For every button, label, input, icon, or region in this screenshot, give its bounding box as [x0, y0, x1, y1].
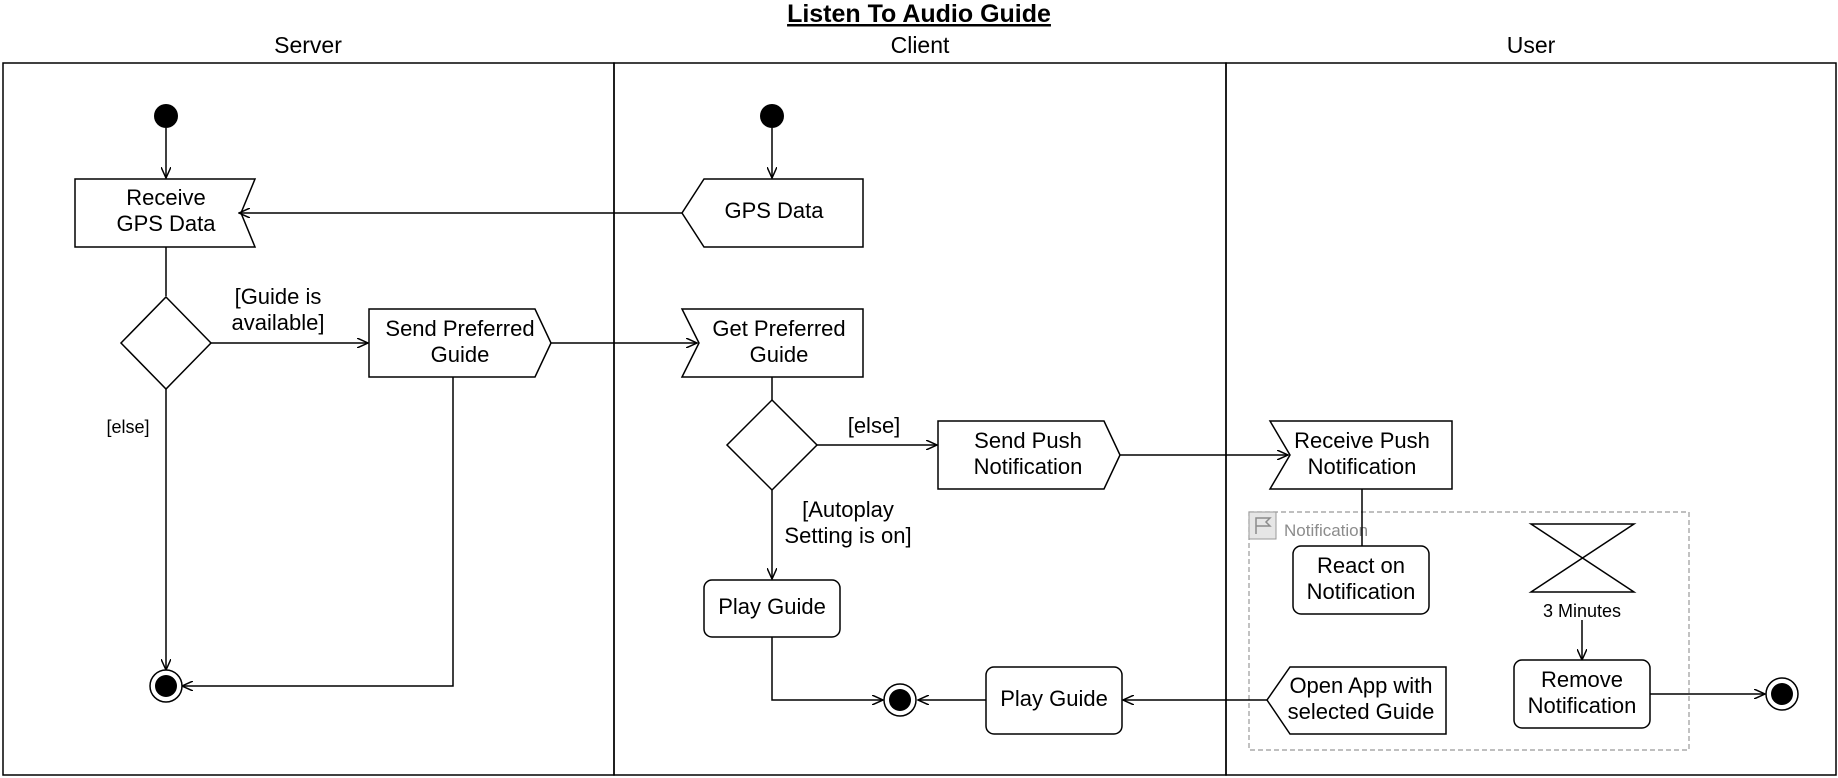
lane-client-label: Client	[891, 32, 950, 58]
swimlanes: Server Client User	[2, 32, 1837, 776]
guard-server-else: [else]	[106, 417, 149, 437]
receive-gps-label-1: Receive	[126, 185, 205, 210]
react-label-2: Notification	[1307, 579, 1416, 604]
server-initial-node	[154, 104, 178, 128]
send-push-label-1: Send Push	[974, 428, 1082, 453]
receive-push-notification-action	[1268, 420, 1453, 490]
diagram-title: Listen To Audio Guide	[787, 0, 1051, 28]
receive-gps-data-action	[74, 178, 257, 248]
user-final-node-core	[1771, 683, 1793, 705]
receive-gps-label-2: GPS Data	[116, 211, 216, 236]
hourglass-timer-icon	[1528, 523, 1637, 593]
receive-push-label-2: Notification	[1308, 454, 1417, 479]
client-decision-node	[725, 398, 819, 492]
get-preferred-label-1: Get Preferred	[712, 316, 845, 341]
remove-label-2: Notification	[1528, 693, 1637, 718]
region-flag-icon	[1248, 511, 1277, 540]
send-preferred-guide-action	[368, 308, 552, 378]
flow-send-to-final	[182, 377, 454, 686]
guard-guide-available-2: available]	[232, 310, 325, 335]
lane-user	[1225, 62, 1837, 776]
gps-data-label: GPS Data	[724, 198, 824, 223]
open-app-label-2: selected Guide	[1288, 699, 1435, 724]
lane-server	[2, 62, 615, 776]
lane-client	[613, 62, 1227, 776]
react-label-1: React on	[1317, 553, 1405, 578]
guard-autoplay-2: Setting is on]	[784, 523, 911, 548]
guard-guide-available-1: [Guide is	[235, 284, 322, 309]
receive-push-label-1: Receive Push	[1294, 428, 1430, 453]
client-final-node-core	[889, 689, 911, 711]
lane-user-label: User	[1507, 32, 1556, 58]
flow-play-to-final	[771, 637, 883, 700]
server-final-node-core	[155, 675, 177, 697]
send-push-label-2: Notification	[974, 454, 1083, 479]
guard-client-else: [else]	[848, 413, 901, 438]
server-decision-node	[119, 295, 213, 391]
play-guide-2-label: Play Guide	[1000, 686, 1108, 711]
open-app-label-1: Open App with	[1289, 673, 1432, 698]
react-on-notification-action	[1292, 545, 1430, 615]
open-app-action	[1266, 666, 1447, 735]
play-guide-label: Play Guide	[718, 594, 826, 619]
notification-region-label: Notification	[1284, 521, 1368, 540]
send-push-notification-action	[937, 420, 1121, 490]
guard-autoplay-1: [Autoplay	[802, 497, 894, 522]
get-preferred-label-2: Guide	[750, 342, 809, 367]
gps-data-action	[681, 178, 864, 248]
lane-server-label: Server	[274, 32, 342, 58]
timer-label: 3 Minutes	[1543, 601, 1621, 621]
send-preferred-label-2: Guide	[431, 342, 490, 367]
remove-label-1: Remove	[1541, 667, 1623, 692]
notification-region	[1248, 511, 1690, 751]
send-preferred-label-1: Send Preferred	[385, 316, 534, 341]
client-initial-node	[760, 104, 784, 128]
